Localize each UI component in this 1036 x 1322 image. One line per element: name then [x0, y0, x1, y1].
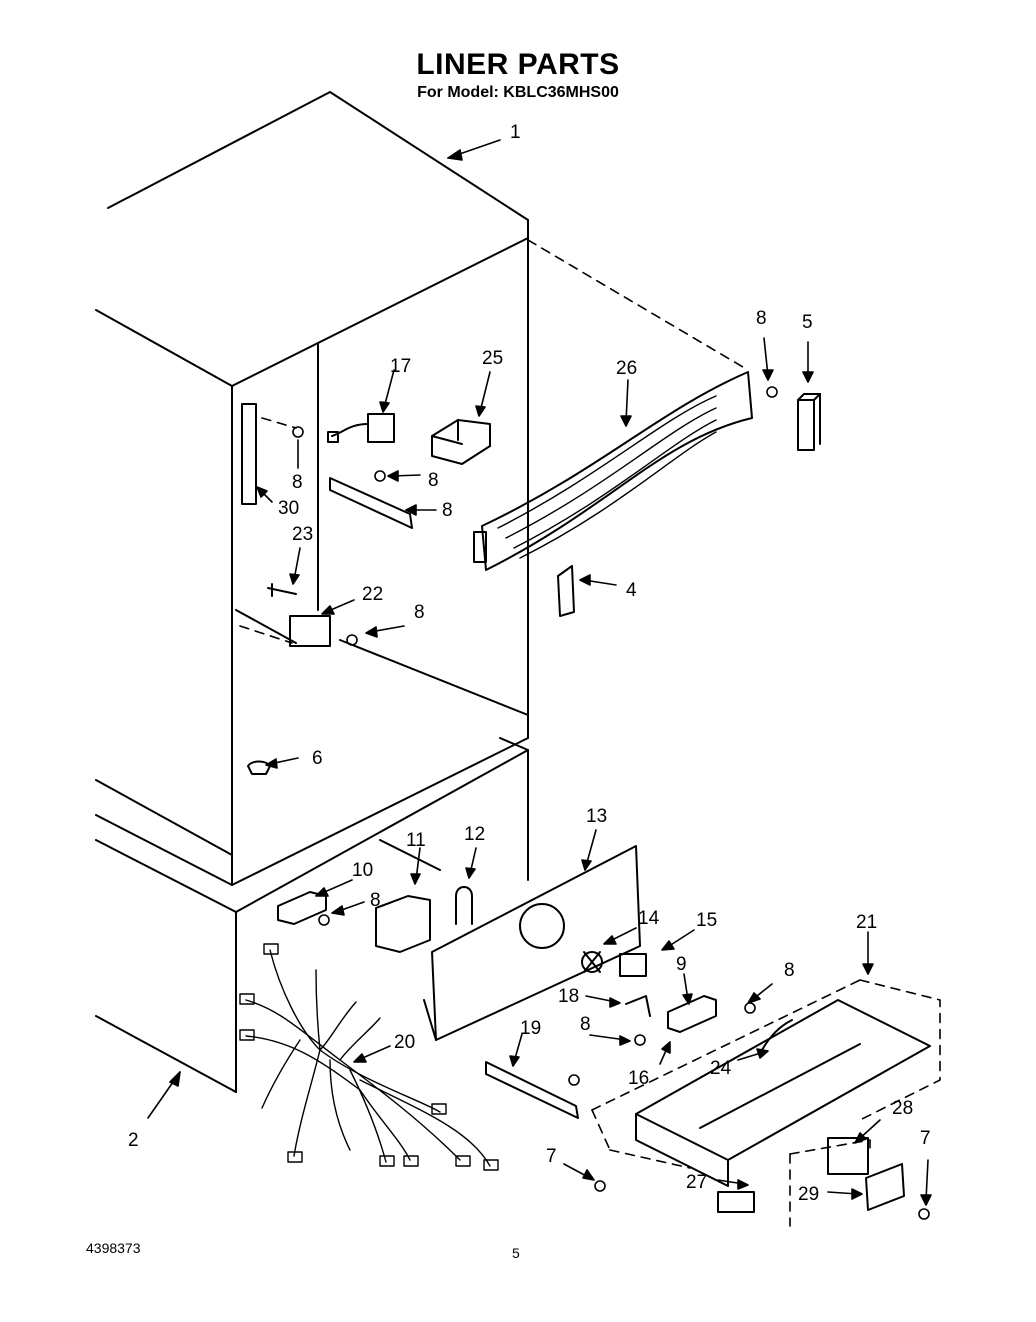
insulation-part-4 — [557, 565, 575, 617]
heater-tube-part-24 — [761, 1019, 793, 1051]
fan-shroud-part-13 — [423, 845, 641, 1041]
callout-1: 1 — [510, 122, 521, 143]
callout-14: 14 — [638, 908, 660, 929]
callout-8g: 8 — [580, 1014, 591, 1035]
drain-pan-part-21 — [635, 999, 931, 1187]
plug-part-6 — [247, 760, 271, 775]
callout-15: 15 — [696, 910, 717, 931]
switch-part-22 — [289, 615, 331, 647]
callout-16: 16 — [628, 1068, 649, 1089]
callout-5: 5 — [802, 312, 813, 333]
light-socket-part-23 — [267, 583, 297, 597]
callout-4: 4 — [626, 580, 637, 601]
dashed-guides — [239, 239, 941, 1227]
callout-24: 24 — [710, 1058, 732, 1079]
callout-17: 17 — [390, 356, 411, 377]
screws — [292, 386, 930, 1220]
callout-18: 18 — [558, 986, 579, 1007]
callout-19: 19 — [520, 1018, 541, 1039]
tube-part-12 — [455, 886, 473, 925]
cover-part-29 — [865, 1163, 905, 1211]
rail-part-30 — [241, 403, 257, 505]
heater-part-27 — [717, 1191, 755, 1213]
callout-11: 11 — [406, 830, 426, 851]
callout-26: 26 — [616, 358, 637, 379]
bracket-part-19 — [485, 1061, 579, 1119]
callout-9: 9 — [676, 954, 687, 975]
callout-7b: 7 — [920, 1128, 931, 1149]
bracket-part-3 — [329, 477, 413, 529]
control-housing-part-25 — [431, 419, 491, 465]
insulation-part-28 — [827, 1137, 869, 1175]
callout-30: 30 — [278, 498, 299, 519]
lower-liner-outline — [95, 737, 529, 1093]
callout-25: 25 — [482, 348, 503, 369]
tape-part-5 — [797, 393, 821, 451]
callout-29: 29 — [798, 1184, 819, 1205]
callout-20: 20 — [394, 1032, 415, 1053]
bracket-part-10 — [277, 891, 327, 925]
callout-8d: 8 — [414, 602, 425, 623]
callout-10: 10 — [352, 860, 373, 881]
air-duct-cover-part-26 — [473, 371, 753, 571]
callout-8c: 8 — [428, 470, 439, 491]
callout-13: 13 — [586, 806, 607, 827]
callout-2: 2 — [128, 1130, 139, 1151]
wiring-harness-part-20 — [239, 943, 499, 1171]
callout-8e: 8 — [370, 890, 381, 911]
document-number: 4398373 — [86, 1240, 141, 1256]
callout-8a: 8 — [756, 308, 767, 329]
bracket-part-18 — [625, 995, 651, 1017]
callout-23: 23 — [292, 524, 313, 545]
model-subtitle: For Model: KBLC36MHS00 — [417, 84, 619, 101]
fan-blade-part-14 — [581, 951, 603, 973]
callout-12: 12 — [464, 824, 485, 845]
thermostat-part-17 — [327, 413, 395, 443]
upper-liner-outline — [95, 91, 529, 886]
callout-6: 6 — [312, 748, 323, 769]
callout-28: 28 — [892, 1098, 913, 1119]
callout-22: 22 — [362, 584, 383, 605]
callout-7a: 7 — [546, 1146, 557, 1167]
page-title: LINER PARTS — [416, 48, 620, 81]
callout-3: 8 — [442, 500, 453, 521]
callout-labels: 1 2 8 4 5 6 7 7 8 8 8 8 8 8 8 9 10 11 12… — [128, 122, 931, 1205]
fan-motor-part-15 — [619, 953, 647, 977]
bracket-part-16 — [667, 995, 717, 1033]
callout-27: 27 — [686, 1172, 707, 1193]
callout-8f: 8 — [784, 960, 795, 981]
leader-arrows — [147, 139, 932, 1206]
callout-8b: 8 — [292, 472, 303, 493]
callout-21: 21 — [856, 912, 877, 933]
page-number: 5 — [512, 1245, 520, 1261]
damper-part-11 — [375, 895, 431, 953]
